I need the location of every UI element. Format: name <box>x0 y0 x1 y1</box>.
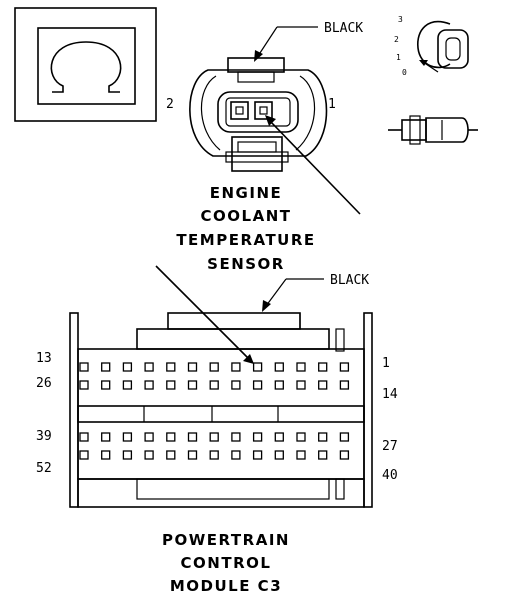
pcm-pin-cavity <box>122 432 133 442</box>
pcm-pin-cavity <box>252 362 263 372</box>
pcm-pin-cavity <box>296 380 306 390</box>
pcm-row-label-13: 13 <box>36 351 52 366</box>
svg-text:MODULE C3: MODULE C3 <box>170 577 282 595</box>
pcm-pin-cavity <box>101 380 111 390</box>
svg-text:1: 1 <box>396 53 401 62</box>
sensor-pin-1-label: 1 <box>328 97 336 112</box>
svg-text:CONTROL: CONTROL <box>181 554 272 572</box>
pcm-pin-cavity <box>144 380 154 390</box>
pcm-pin-cavity <box>166 380 176 390</box>
pcm-pin-cavity <box>274 450 284 460</box>
pcm-pin-cavity <box>318 432 328 442</box>
pcm-pin-cavity <box>252 380 263 390</box>
pcm-pin-cavity <box>187 450 198 460</box>
ohm-symbol-box <box>14 7 157 122</box>
svg-text:SENSOR: SENSOR <box>207 255 285 273</box>
pcm-pin-cavity <box>79 450 89 460</box>
svg-text:3: 3 <box>398 15 403 24</box>
pcm-row-label-14: 14 <box>382 387 398 402</box>
pcm-row-label-26: 26 <box>36 376 52 391</box>
pcm-pin-cavity <box>274 362 284 372</box>
pcm-pin-cavity <box>296 432 306 442</box>
pcm-pin-cavity <box>187 380 198 390</box>
svg-text:COOLANT: COOLANT <box>201 207 292 225</box>
probe-icon <box>388 115 478 145</box>
pcm-pin-cavity <box>209 380 219 390</box>
pcm-pin-cavity <box>187 362 198 372</box>
pcm-pin-cavity <box>122 450 133 460</box>
pcm-pin-cavity <box>166 432 176 442</box>
svg-text:TEMPERATURE: TEMPERATURE <box>176 231 315 249</box>
pcm-pin-cavity <box>144 450 154 460</box>
sensor-pin-2-label: 2 <box>166 97 174 112</box>
pcm-pin-cavity <box>252 432 263 442</box>
pcm-pin-cavity <box>79 432 89 442</box>
pcm-pin-cavity <box>318 380 328 390</box>
pcm-wire-color-label: BLACK <box>330 273 369 288</box>
pcm-pin-cavity <box>79 380 89 390</box>
pcm-pin-cavity <box>122 362 133 372</box>
svg-text:POWERTRAIN: POWERTRAIN <box>162 531 290 549</box>
pcm-pin-cavity <box>101 432 111 442</box>
pcm-pin-cavity <box>339 380 350 390</box>
pcm-pin-cavity <box>296 362 306 372</box>
pcm-row-label-52: 52 <box>36 461 52 476</box>
pcm-pin-cavity <box>339 450 350 460</box>
pcm-pin-cavity <box>166 450 176 460</box>
pcm-pin-cavity <box>231 362 241 372</box>
pcm-pin-grid <box>79 362 350 460</box>
svg-text:0: 0 <box>402 68 407 77</box>
pcm-row-label-39: 39 <box>36 429 52 444</box>
svg-text:ENGINE: ENGINE <box>210 184 283 202</box>
sensor-connector <box>189 57 328 172</box>
ignition-key-icon: 3 2 1 0 <box>394 15 469 77</box>
pcm-pin-cavity <box>209 362 219 372</box>
pcm-pin-cavity <box>144 432 154 442</box>
pcm-pin-cavity <box>274 432 284 442</box>
pcm-row-label-40: 40 <box>382 468 398 483</box>
pcm-pin-cavity <box>187 432 198 442</box>
pcm-row-label-27: 27 <box>382 439 398 454</box>
pcm-pin-cavity <box>79 362 89 372</box>
pcm-pin-cavity <box>339 362 350 372</box>
pcm-pin-cavity <box>274 380 284 390</box>
pcm-pin-cavity <box>101 450 111 460</box>
pcm-pin-cavity <box>296 450 306 460</box>
pcm-pin-cavity <box>209 432 219 442</box>
pcm-pin-cavity <box>339 432 350 442</box>
pcm-pin-cavity <box>318 362 328 372</box>
pcm-pin-cavity <box>318 450 328 460</box>
pcm-row-label-1: 1 <box>382 356 390 371</box>
pcm-pin-cavity <box>209 450 219 460</box>
pcm-pin-cavity <box>166 362 176 372</box>
pcm-pin-cavity <box>231 380 241 390</box>
pcm-title: POWERTRAIN CONTROL MODULE C3 <box>162 531 290 595</box>
pcm-pin-cavity <box>231 450 241 460</box>
pcm-pin-cavity <box>101 362 111 372</box>
pcm-pin-cavity <box>252 450 263 460</box>
ohm-icon <box>50 41 122 93</box>
sensor-wire-color-label: BLACK <box>324 21 363 36</box>
pcm-pin-cavity <box>122 380 133 390</box>
pcm-pin-cavity <box>231 432 241 442</box>
pcm-pin-cavity <box>144 362 154 372</box>
pcm-c3-connector <box>69 312 373 508</box>
sensor-title: ENGINE COOLANT TEMPERATURE SENSOR <box>176 184 315 273</box>
svg-text:2: 2 <box>394 35 399 44</box>
